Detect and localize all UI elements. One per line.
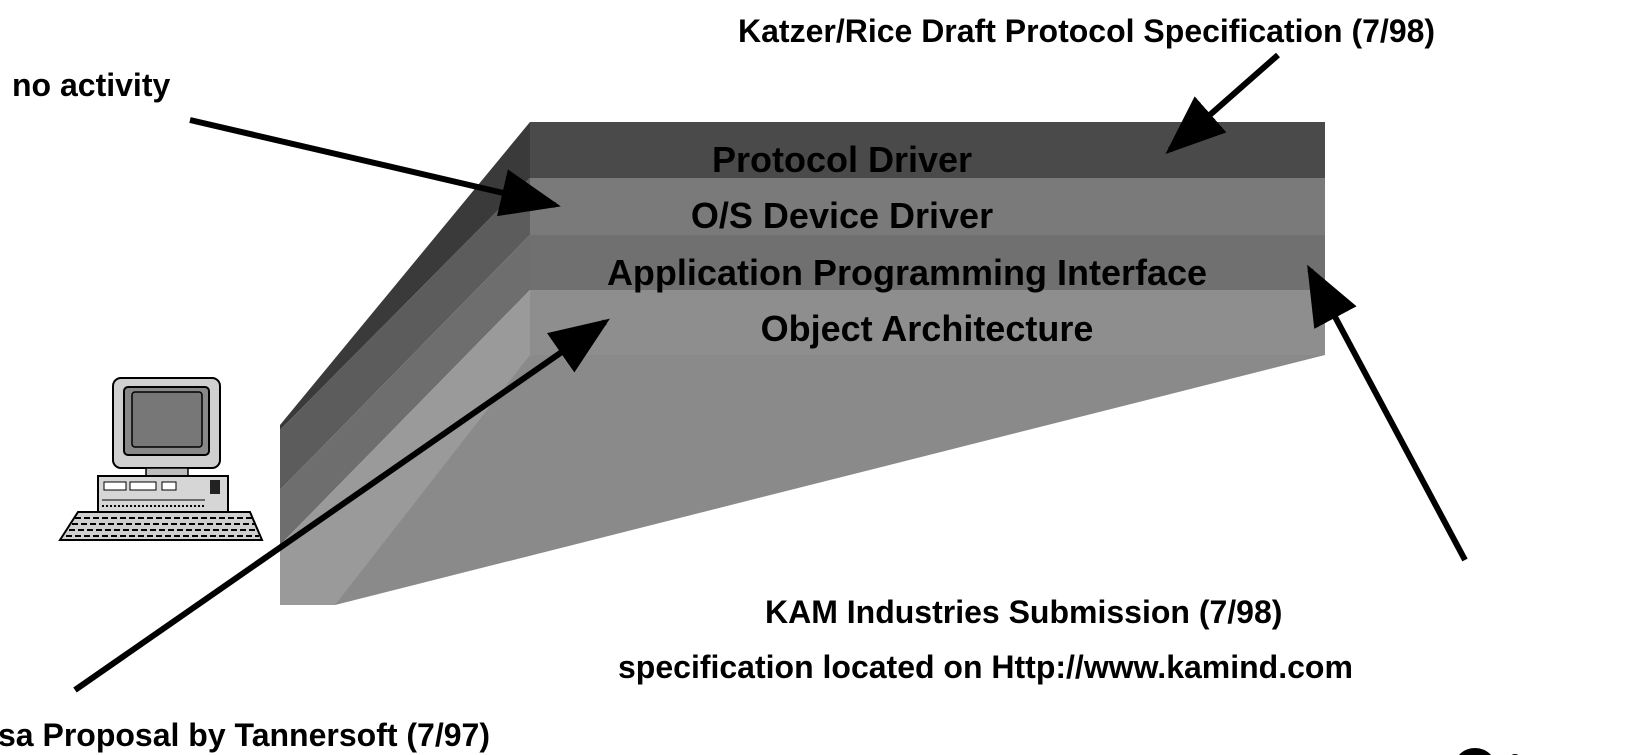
desktop-computer-icon (58, 377, 264, 541)
side-os-device-driver (280, 178, 530, 490)
arrow-kam-industries (1307, 264, 1468, 562)
layer-label-api: Application Programming Interface (607, 252, 1207, 293)
layer-label-protocol-driver: Protocol Driver (712, 139, 972, 180)
label-katzer-rice: Katzer/Rice Draft Protocol Specification… (738, 13, 1436, 49)
arrow-no-activity (189, 117, 561, 217)
layer-api (530, 235, 1325, 290)
label-kam-industries-line2: specification located on Http://www.kami… (618, 649, 1353, 685)
bullet-dot-icon (1458, 748, 1519, 755)
side-object-architecture (280, 290, 530, 605)
base-slab (285, 330, 1325, 605)
label-tannersoft: sa Proposal by Tannersoft (7/97) (0, 717, 490, 753)
layer-label-object-architecture: Object Architecture (761, 308, 1094, 349)
side-api (280, 235, 530, 545)
layer-object-architecture (530, 290, 1325, 355)
label-no-activity: no activity (12, 67, 171, 103)
arrow-tannersoft (73, 318, 610, 693)
arrow-katzer-rice (1165, 52, 1280, 154)
layer-label-os-device-driver: O/S Device Driver (691, 195, 993, 236)
layer-os-device-driver (530, 178, 1325, 235)
label-kam-industries-line1: KAM Industries Submission (7/98) (765, 594, 1283, 630)
side-protocol-driver (280, 122, 530, 430)
